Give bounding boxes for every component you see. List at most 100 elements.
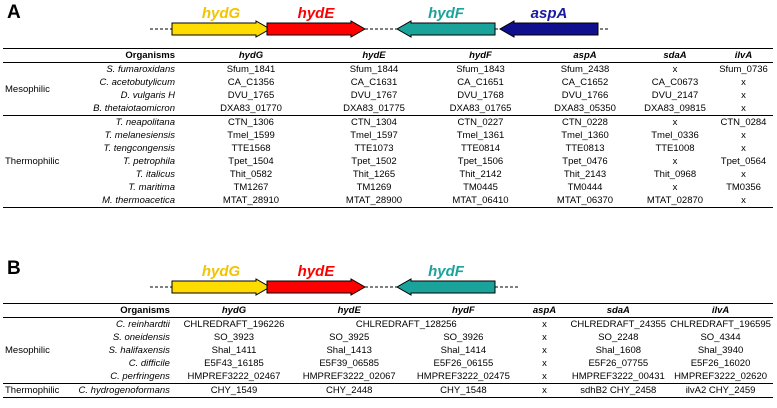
gene-label-hydG: hydG bbox=[202, 264, 241, 280]
gene-id-cell: MTAT_28910 bbox=[222, 195, 280, 206]
gene-id-cell: Thit_0582 bbox=[229, 169, 273, 180]
organism-name: C. acetobutylicum bbox=[99, 77, 175, 88]
gene-id-cell: SO_3925 bbox=[329, 332, 370, 343]
organism-name: S. oneidensis bbox=[112, 332, 170, 343]
gene-arrow-aspA bbox=[498, 20, 599, 38]
gene-id-cell: x bbox=[542, 332, 547, 343]
gene-id-cell: sdhB2 CHY_2458 bbox=[580, 385, 657, 396]
gene-id-cell: DVU_1766 bbox=[561, 90, 609, 101]
gene-id-cell: CHY_1549 bbox=[210, 385, 258, 396]
gene-label-aspA: aspA bbox=[531, 6, 568, 22]
gene-id-cell: CTN_0284 bbox=[720, 117, 767, 128]
organism-name: C. hydrogenoformans bbox=[78, 385, 170, 396]
column-header: ilvA bbox=[711, 305, 730, 316]
gene-id-cell: MTAT_06410 bbox=[452, 195, 509, 206]
gene-label-hydF: hydF bbox=[428, 6, 465, 22]
gene-id-cell: TM1269 bbox=[356, 182, 392, 193]
gene-id-cell: x bbox=[672, 64, 678, 75]
gene-id-cell: x bbox=[741, 169, 746, 180]
organism-name: T. tengcongensis bbox=[103, 143, 175, 154]
organism-name: S. fumaroxidans bbox=[106, 64, 175, 75]
group-header-cell bbox=[3, 304, 70, 318]
gene-id-cell: CHLREDRAFT_24355 bbox=[570, 319, 667, 330]
gene-id-cell: MTAT_02870 bbox=[646, 195, 704, 206]
group-header-cell bbox=[3, 49, 73, 63]
gene-arrow-hydE bbox=[266, 278, 367, 296]
gene-cluster-diagram-a: hydG hydE hydF aspA bbox=[150, 6, 610, 38]
table-row: T. italicus Thit_0582 Thit_1265 Thit_2142 Th… bbox=[3, 168, 773, 181]
gene-id-cell: x bbox=[741, 103, 746, 114]
gene-id-cell: Thit_2142 bbox=[459, 169, 502, 180]
gene-id-cell: x bbox=[672, 156, 678, 167]
gene-id-cell: Tmel_0336 bbox=[651, 130, 699, 141]
gene-id-cell: DXA83_01765 bbox=[449, 103, 512, 114]
gene-id-cell: Shal_1608 bbox=[595, 345, 642, 356]
gene-id-cell: CTN_1304 bbox=[351, 117, 397, 128]
group-label: Mesophilic bbox=[5, 345, 50, 356]
gene-id-cell: DVU_1765 bbox=[227, 90, 275, 101]
group-label: Thermophilic bbox=[5, 385, 60, 396]
column-header: aspA bbox=[532, 305, 557, 316]
gene-id-cell: Thit_0968 bbox=[653, 169, 697, 180]
gene-id-cell: E5F26_06155 bbox=[433, 358, 494, 369]
gene-id-cell: SO_3923 bbox=[213, 332, 255, 343]
column-header: hydG bbox=[238, 50, 264, 61]
gene-id-cell: HMPREF3222_02467 bbox=[187, 371, 281, 382]
gene-id-cell: CA_C1652 bbox=[561, 77, 609, 88]
column-header: sdaA bbox=[606, 305, 630, 316]
gene-id-cell: Tpet_0564 bbox=[720, 156, 767, 167]
gene-id-cell: SO_3926 bbox=[443, 332, 484, 343]
organism-name: C. difficile bbox=[128, 358, 170, 369]
gene-id-cell: CHLREDRAFT_128256 bbox=[355, 319, 457, 330]
gene-arrow-hydF bbox=[395, 278, 496, 296]
gene-id-cell: E5F39_06585 bbox=[319, 358, 380, 369]
gene-id-cell: Thit_1265 bbox=[352, 169, 396, 180]
gene-id-cell: Tpet_1504 bbox=[228, 156, 274, 167]
column-header: hydE bbox=[337, 305, 361, 316]
organism-name: T. neapolitana bbox=[115, 117, 175, 128]
gene-id-cell: Sfum_1843 bbox=[456, 64, 505, 75]
organism-name: M. thermoacetica bbox=[102, 195, 175, 206]
gene-id-cell: E5F26_07755 bbox=[588, 358, 649, 369]
gene-id-cell: CTN_0227 bbox=[457, 117, 504, 128]
column-header: hydF bbox=[452, 305, 475, 316]
gene-id-cell: DVU_2147 bbox=[651, 90, 699, 101]
gene-id-cell: x bbox=[542, 358, 547, 369]
gene-label-hydE: hydE bbox=[298, 6, 336, 22]
gene-id-cell: HMPREF3222_02475 bbox=[416, 371, 510, 382]
gene-id-cell: CA_C1356 bbox=[227, 77, 275, 88]
group-label: Mesophilic bbox=[5, 83, 50, 95]
gene-arrow-hydE bbox=[266, 20, 367, 38]
gene-id-cell: DXA83_09815 bbox=[644, 103, 706, 114]
gene-label-hydG: hydG bbox=[202, 6, 241, 22]
gene-id-cell: Shal_1411 bbox=[211, 345, 257, 356]
gene-id-cell: DXA83_05350 bbox=[554, 103, 616, 114]
gene-id-cell: Sfum_0736 bbox=[719, 64, 768, 75]
gene-id-cell: CTN_1306 bbox=[228, 117, 274, 128]
panel-letter-a: A bbox=[7, 2, 21, 23]
gene-id-cell: Tpet_0476 bbox=[562, 156, 608, 167]
gene-id-cell: x bbox=[741, 143, 746, 154]
gene-id-cell: x bbox=[672, 182, 678, 193]
gene-id-cell: CA_C1651 bbox=[457, 77, 504, 88]
gene-id-cell: x bbox=[542, 385, 547, 396]
organism-name: T. italicus bbox=[135, 169, 175, 180]
gene-id-cell: x bbox=[542, 345, 547, 356]
gene-id-cell: Tpet_1502 bbox=[351, 156, 397, 167]
column-header: aspA bbox=[573, 50, 597, 61]
gene-id-cell: Thit_2143 bbox=[563, 169, 607, 180]
gene-id-cell: ilvA2 CHY_2459 bbox=[685, 385, 756, 396]
gene-id-cell: CTN_0228 bbox=[562, 117, 608, 128]
column-header: Organisms bbox=[120, 305, 170, 316]
column-header: Organisms bbox=[125, 50, 175, 61]
group-label: Thermophilic bbox=[5, 156, 60, 167]
